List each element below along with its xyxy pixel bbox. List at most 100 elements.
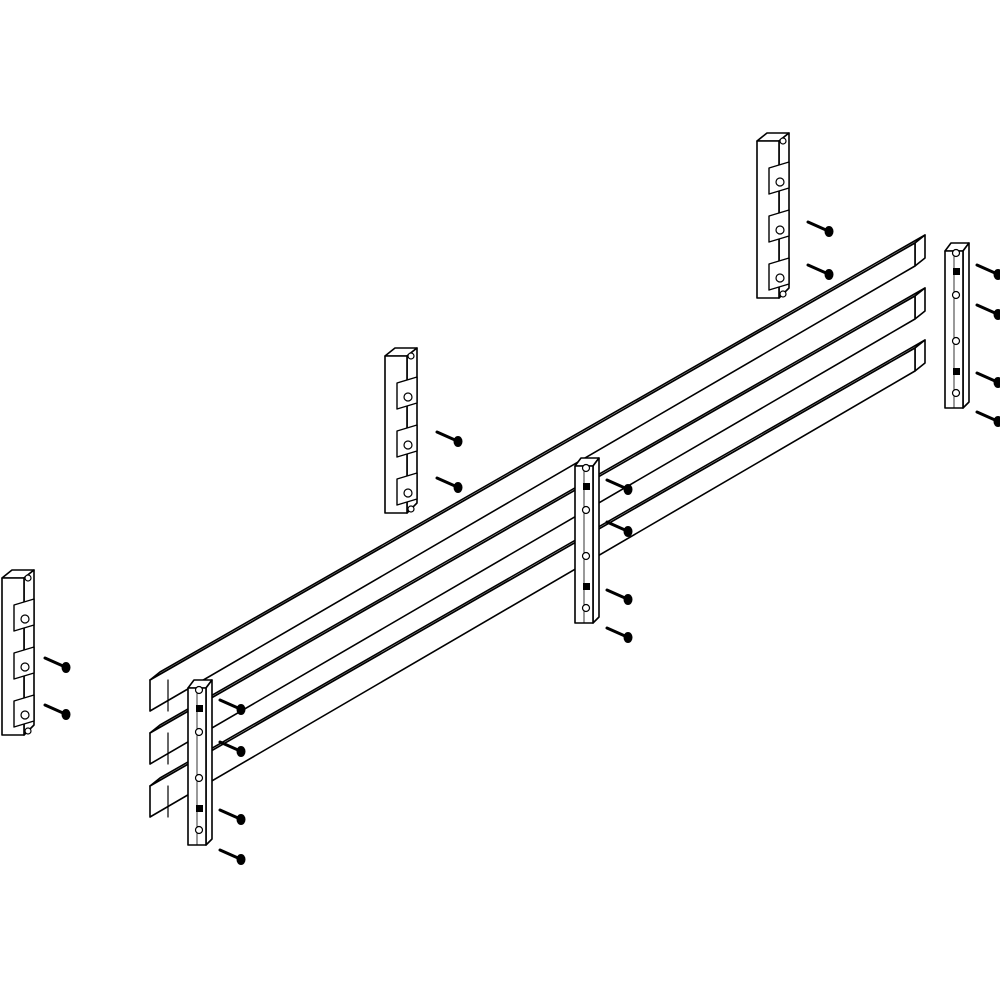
clamp-nut <box>953 368 960 375</box>
clamp-strip <box>187 679 213 846</box>
bracket-hole <box>24 727 32 735</box>
screw-head <box>453 482 463 493</box>
bracket-hole <box>20 710 30 720</box>
screw-head <box>236 854 246 865</box>
screw-shank <box>975 371 997 383</box>
screw-head <box>623 484 633 495</box>
clamp-hole <box>581 603 591 613</box>
clamp-nut <box>196 705 203 712</box>
busbar-clamps <box>187 242 970 846</box>
clamp-hole <box>951 336 961 346</box>
comb-bracket <box>384 347 418 514</box>
screw-head <box>824 226 834 237</box>
screw <box>975 410 1000 427</box>
bracket-hole <box>407 505 415 513</box>
bracket-hole <box>779 290 787 298</box>
clamp-nut <box>196 805 203 812</box>
screw-head <box>61 662 71 673</box>
clamp-nut <box>583 583 590 590</box>
busbar-front-face <box>149 295 916 765</box>
bracket-hole <box>24 574 32 582</box>
bracket-hole <box>403 440 413 450</box>
bracket-hole <box>403 488 413 498</box>
busbar <box>149 234 926 712</box>
screw <box>435 430 463 447</box>
screws <box>43 220 1000 865</box>
bracket-hole <box>779 137 787 145</box>
bracket-hole <box>775 225 785 235</box>
screw-head <box>824 269 834 280</box>
screw <box>218 698 246 715</box>
clamp-nut <box>953 268 960 275</box>
clamp-side <box>205 679 213 846</box>
clamp-hole <box>581 463 591 473</box>
busbar-front-face <box>149 347 916 818</box>
bracket-hole <box>775 273 785 283</box>
screw-head <box>993 269 1000 280</box>
screw-head <box>623 632 633 643</box>
clamp-hole <box>194 825 204 835</box>
screw-shank <box>806 263 828 275</box>
clamp-hole <box>581 551 591 561</box>
screw <box>435 476 463 493</box>
screw <box>218 808 246 825</box>
screw-shank <box>975 263 997 275</box>
screw <box>806 263 834 280</box>
screw-head <box>61 709 71 720</box>
clamp-hole <box>194 773 204 783</box>
screw-shank <box>975 303 997 315</box>
screw-shank <box>605 520 627 532</box>
bracket-hole <box>20 614 30 624</box>
screw-shank <box>806 220 828 232</box>
screw-shank <box>975 410 997 422</box>
clamp-nut <box>583 483 590 490</box>
busbar <box>149 287 926 765</box>
screw <box>806 220 834 237</box>
screw-shank <box>605 626 627 638</box>
clamp-hole <box>951 290 961 300</box>
screw-head <box>993 416 1000 427</box>
screw-shank <box>43 656 65 668</box>
bracket-hole <box>775 177 785 187</box>
screw-shank <box>218 698 240 710</box>
screw-head <box>453 436 463 447</box>
clamp-strip <box>944 242 970 409</box>
screw <box>218 848 246 865</box>
screw <box>43 703 71 720</box>
bracket-hole <box>407 352 415 360</box>
busbar-front-face <box>149 242 916 712</box>
busbars <box>149 234 926 818</box>
screw-shank <box>435 476 457 488</box>
screw <box>605 588 633 605</box>
screw-shank <box>605 588 627 600</box>
screw <box>605 626 633 643</box>
clamp-strip <box>574 457 600 624</box>
busbar <box>149 339 926 818</box>
screw <box>605 520 633 537</box>
screw <box>975 263 1000 280</box>
screw-head <box>623 594 633 605</box>
screw <box>975 371 1000 388</box>
screw-shank <box>218 808 240 820</box>
clamp-side <box>962 242 970 409</box>
bracket-hole <box>403 392 413 402</box>
comb-bracket <box>756 132 790 299</box>
clamp-hole <box>951 388 961 398</box>
clamp-side <box>592 457 600 624</box>
screw-head <box>623 526 633 537</box>
clamp-hole <box>581 505 591 515</box>
screw-head <box>993 377 1000 388</box>
screw-shank <box>605 478 627 490</box>
screw-head <box>236 704 246 715</box>
screw-shank <box>218 740 240 752</box>
clamp-hole <box>194 685 204 695</box>
screw <box>975 303 1000 320</box>
clamp-hole <box>194 727 204 737</box>
screw-head <box>236 746 246 757</box>
screw <box>218 740 246 757</box>
clamp-hole <box>951 248 961 258</box>
comb-bracket <box>1 569 35 736</box>
screw-shank <box>435 430 457 442</box>
screw-shank <box>218 848 240 860</box>
